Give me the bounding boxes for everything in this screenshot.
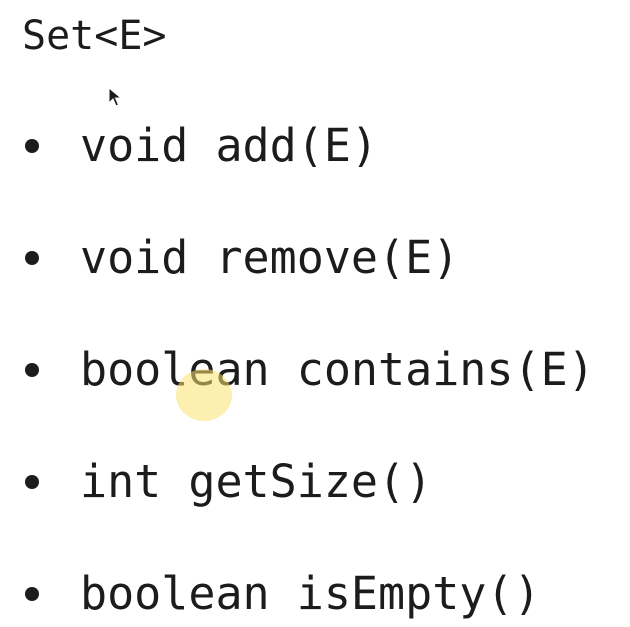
pointer-highlight-icon [176, 369, 232, 421]
mouse-cursor-icon [108, 87, 122, 107]
method-signature: void add(E) [80, 119, 379, 172]
bullet-icon [25, 475, 39, 489]
method-signature: int getSize() [80, 455, 433, 508]
method-signature: void remove(E) [80, 231, 460, 284]
slide-title: Set<E> [22, 13, 167, 59]
method-signature: boolean isEmpty() [80, 567, 541, 620]
list-item: boolean contains(E) [0, 342, 630, 402]
list-item: void add(E) [0, 118, 630, 178]
bullet-icon [25, 363, 39, 377]
bullet-icon [25, 251, 39, 265]
list-item: int getSize() [0, 454, 630, 514]
bullet-icon [25, 139, 39, 153]
list-item: boolean isEmpty() [0, 566, 630, 626]
list-item: void remove(E) [0, 230, 630, 290]
method-signature: boolean contains(E) [80, 343, 595, 396]
bullet-icon [25, 587, 39, 601]
